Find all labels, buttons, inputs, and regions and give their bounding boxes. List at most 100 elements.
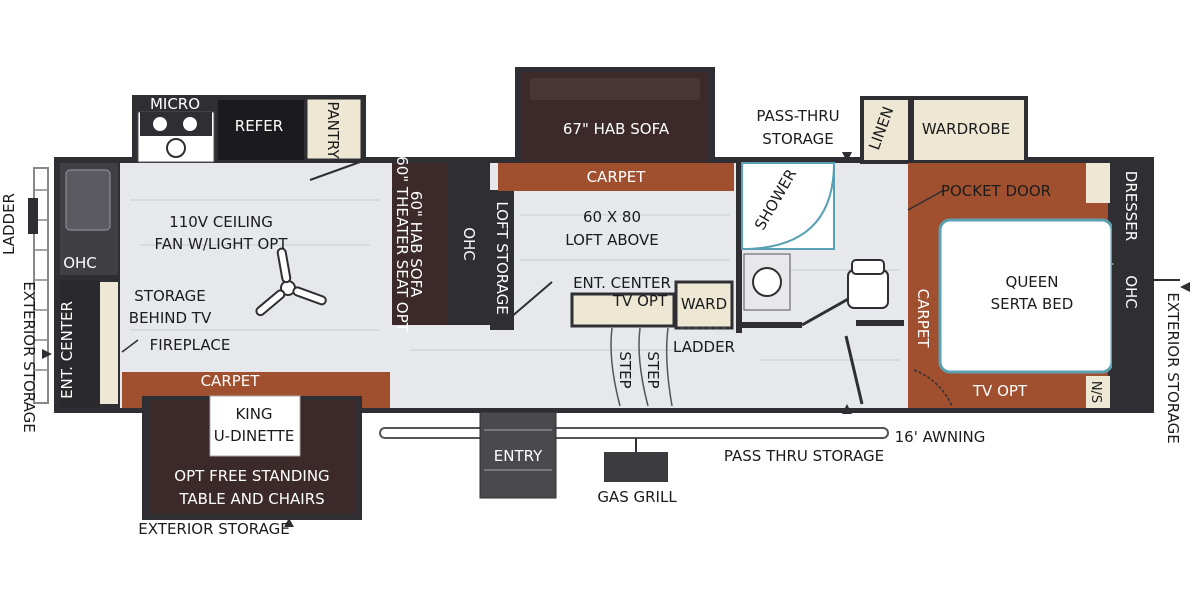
ladder-mid-label: LADDER — [673, 338, 735, 356]
burner-front-icon — [166, 138, 186, 158]
tv-opt-door-arc — [913, 369, 953, 407]
storage-tv-label-1: STORAGE — [134, 287, 205, 305]
ext-storage-arrow-left — [42, 349, 52, 359]
ward-label: WARD — [681, 295, 727, 313]
pass-thru-arrow-top — [842, 152, 852, 162]
hab-sofa-60-label-2: 60" THEATER SEAT OPT — [393, 156, 411, 332]
entry-step-lines — [484, 429, 552, 471]
pantry-leader — [309, 161, 361, 181]
carpet-slide-label: CARPET — [587, 168, 647, 186]
tv-opt-bed-label: TV OPT — [972, 382, 1028, 400]
dinette-table — [209, 395, 301, 457]
fireplace-label: FIREPLACE — [150, 336, 231, 354]
shower-curve — [741, 162, 835, 250]
pass-thru-label-2: STORAGE — [762, 130, 833, 148]
pass-thru-storage-bottom-label: PASS THRU STORAGE — [724, 447, 884, 465]
entry-steps — [479, 411, 557, 499]
microwave-unit — [140, 112, 212, 136]
pocket-door-leader — [907, 189, 945, 211]
ceiling-fan-icon — [255, 247, 327, 317]
hab-sofa-60 — [392, 163, 448, 325]
ohc-right-box — [1112, 265, 1152, 375]
bath-wall — [736, 163, 742, 333]
steps-graphic — [610, 327, 673, 407]
queen-label-1: QUEEN — [1006, 273, 1059, 291]
ohc-left-label: OHC — [63, 254, 97, 272]
micro-label: MICRO — [150, 95, 200, 113]
hall-door-line — [844, 335, 864, 405]
exterior-storage-left-label: EXTERIOR STORAGE — [20, 281, 38, 432]
sofa-67-label: 67" HAB SOFA — [563, 120, 670, 138]
carpet-bed-label: CARPET — [914, 289, 932, 349]
ext-storage-arrow-right — [1180, 282, 1190, 292]
ent-center-left-box — [60, 280, 100, 408]
hab-sofa-60-label-1: 60" HAB SOFA — [407, 191, 425, 298]
wardrobe-box — [914, 100, 1024, 160]
pantry-box — [304, 96, 364, 162]
pass-thru-arrow-bottom — [842, 404, 852, 414]
burners — [153, 117, 197, 131]
loft-storage-label: LOFT STORAGE — [493, 201, 511, 314]
ohc-right-label: OHC — [1122, 275, 1140, 309]
shower-box — [741, 162, 835, 250]
toilet-area — [743, 253, 791, 311]
ent-center-mid-label: ENT. CENTER — [573, 274, 671, 292]
cream-strip-left — [100, 282, 118, 404]
king-label-2: U-DINETTE — [214, 427, 295, 445]
refrigerator — [218, 100, 304, 160]
dresser-label: DRESSER — [1122, 171, 1140, 241]
carpet-slide-area — [498, 163, 734, 191]
ladder-mount — [28, 198, 38, 234]
loft-label-1: 60 X 80 — [583, 208, 641, 226]
carpet-dinette-label: CARPET — [201, 372, 261, 390]
queen-label-2: SERTA BED — [991, 295, 1074, 313]
exterior-storage-bottom-label: EXTERIOR STORAGE — [138, 520, 289, 538]
linen-box — [864, 100, 908, 160]
fireplace-leader — [121, 339, 139, 353]
ohc-mid-box — [448, 163, 490, 325]
ext-storage-arrow-bottom — [284, 518, 294, 527]
storage-tv-label-2: BEHIND TV — [129, 309, 212, 327]
gas-grill-label: GAS GRILL — [597, 488, 677, 506]
ladder-left-label: LADDER — [0, 193, 18, 255]
ent-center-left-label: ENT. CENTER — [58, 301, 76, 399]
mid-cabinet — [856, 320, 904, 326]
ladder-graphic — [33, 167, 49, 404]
tv-opt-mid-label: TV OPT — [612, 292, 668, 310]
awning-label: 16' AWNING — [895, 428, 986, 446]
ns-label: N/S — [1088, 381, 1103, 403]
bath-bottom-wall — [742, 322, 802, 328]
king-label-1: KING — [235, 405, 272, 423]
exterior-storage-right-label: EXTERIOR STORAGE — [1164, 292, 1182, 443]
fan-label-1: 110V CEILING — [169, 213, 273, 231]
entry-label: ENTRY — [494, 447, 543, 465]
step1-label: STEP — [616, 351, 634, 388]
gas-grill-box — [604, 452, 668, 482]
sofa-backrest — [530, 78, 700, 100]
pantry-label: PANTRY — [324, 101, 342, 159]
ent-center-mid-box — [570, 292, 676, 328]
loft-leader — [509, 281, 553, 319]
pass-thru-label-1: PASS-THRU — [756, 107, 839, 125]
dresser-box — [1112, 163, 1152, 263]
dresser-cream — [1086, 163, 1110, 203]
living-floor — [120, 163, 400, 408]
sink-left — [65, 169, 111, 231]
table-label-1: OPT FREE STANDING — [174, 467, 329, 485]
wardrobe-label: WARDROBE — [922, 120, 1010, 138]
fan-label-2: FAN W/LIGHT OPT — [154, 235, 288, 253]
refer-label: REFER — [235, 117, 283, 135]
awning-bar — [379, 427, 889, 439]
ns-box — [1086, 376, 1110, 408]
loft-storage-box — [490, 190, 514, 330]
bath-door-line — [801, 296, 851, 327]
ohc-mid-label: OHC — [460, 227, 478, 261]
toilet-icon — [752, 267, 782, 297]
chair-icon — [847, 259, 889, 309]
loft-label-2: LOFT ABOVE — [565, 231, 659, 249]
ladder-rungs — [34, 189, 48, 371]
step2-label: STEP — [644, 351, 662, 388]
table-label-2: TABLE AND CHAIRS — [178, 490, 324, 508]
pocket-door-label: POCKET DOOR — [941, 182, 1051, 200]
